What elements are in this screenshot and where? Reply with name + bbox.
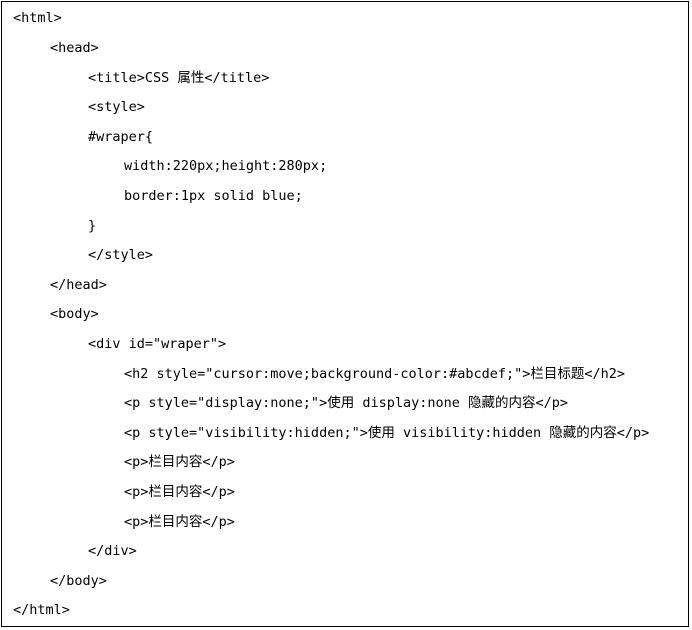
code-line-p-visibility-hidden: <p style="visibility:hidden;">使用 visibil…: [124, 425, 650, 441]
code-line-title: <title>CSS 属性</title>: [88, 70, 270, 86]
code-line-body-open: <body>: [50, 306, 99, 322]
code-line-style-close: </style>: [88, 247, 154, 263]
code-line-html-open: <html>: [13, 10, 62, 26]
code-line-h2: <h2 style="cursor:move;background-color:…: [124, 366, 626, 382]
code-line-html-close: </html>: [13, 602, 70, 618]
code-line-rule-close: }: [88, 218, 97, 234]
code-line-size-rule: width:220px;height:280px;: [124, 158, 328, 174]
code-line-p-content-3: <p>栏目内容</p>: [124, 514, 235, 530]
code-line-div-open: <div id="wraper">: [88, 336, 227, 352]
code-line-div-close: </div>: [88, 543, 137, 559]
code-line-head-open: <head>: [50, 40, 99, 56]
code-line-head-close: </head>: [50, 277, 107, 293]
code-line-body-close: </body>: [50, 573, 107, 589]
code-line-border-rule: border:1px solid blue;: [124, 188, 303, 204]
code-line-style-open: <style>: [88, 99, 145, 115]
code-line-p-content-2: <p>栏目内容</p>: [124, 484, 235, 500]
code-line-wraper-selector: #wraper{: [88, 129, 154, 145]
code-line-p-content-1: <p>栏目内容</p>: [124, 454, 235, 470]
code-line-p-display-none: <p style="display:none;">使用 display:none…: [124, 395, 568, 411]
